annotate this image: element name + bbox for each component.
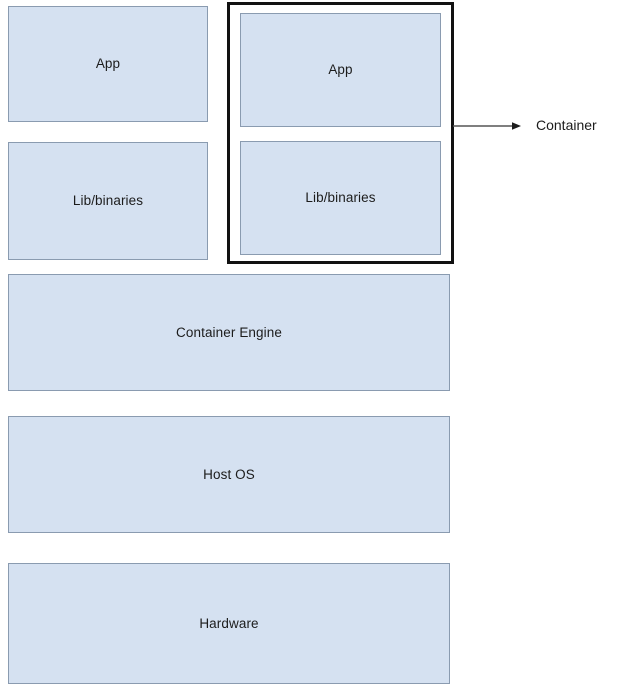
- box-host-os[interactable]: Host OS: [8, 416, 450, 533]
- box-app-left[interactable]: App: [8, 6, 208, 122]
- container-callout-label: Container: [536, 117, 597, 133]
- box-label: Container Engine: [176, 324, 282, 340]
- box-label: App: [328, 62, 353, 78]
- box-label: Lib/binaries: [305, 190, 376, 206]
- box-lib-binaries-left[interactable]: Lib/binaries: [8, 142, 208, 260]
- container-group-outline[interactable]: App Lib/binaries: [227, 2, 454, 264]
- box-label: Host OS: [203, 466, 255, 482]
- arrow-right-icon: [453, 122, 521, 130]
- box-label: App: [95, 56, 121, 72]
- box-app-container[interactable]: App: [240, 13, 441, 127]
- box-label: Hardware: [199, 615, 259, 631]
- box-label: Lib/binaries: [72, 193, 144, 209]
- box-container-engine[interactable]: Container Engine: [8, 274, 450, 391]
- box-hardware[interactable]: Hardware: [8, 563, 450, 684]
- box-lib-binaries-container[interactable]: Lib/binaries: [240, 141, 441, 255]
